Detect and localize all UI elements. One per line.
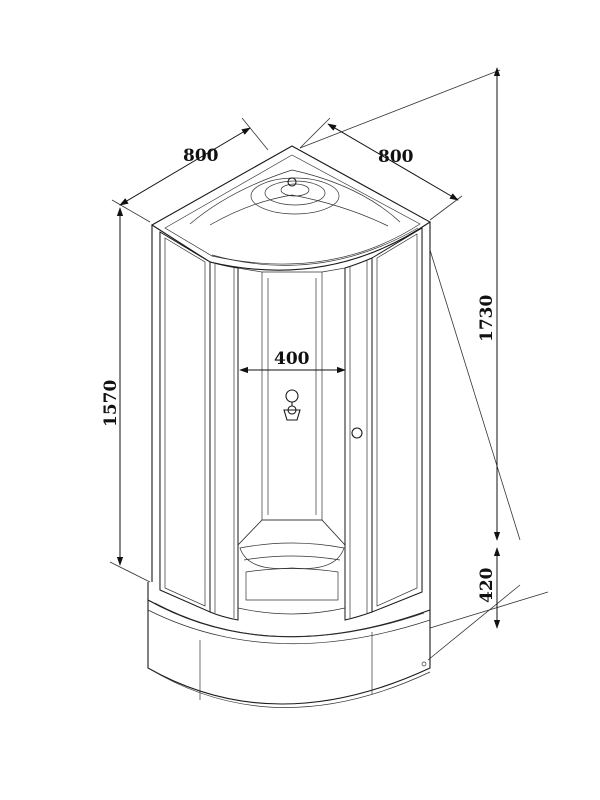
right-door-handle-icon [351, 427, 363, 439]
back-wall [237, 267, 346, 546]
right-door [344, 257, 373, 621]
tray-seat [237, 542, 346, 615]
dimension-width-left: 800 [183, 146, 219, 166]
left-side-panel [159, 231, 238, 613]
shower-mixer-icon [283, 389, 301, 421]
right-side-panel [351, 227, 423, 613]
dimension-cabin-height: 1570 [101, 380, 121, 427]
left-door [209, 261, 239, 621]
dimension-lines [116, 67, 501, 629]
dimension-tray-height: 420 [477, 567, 497, 603]
dimension-total-height: 1730 [477, 295, 497, 342]
dimension-width-right: 800 [378, 147, 414, 167]
shower-tray [147, 582, 431, 708]
dimension-inner-width: 400 [274, 349, 310, 369]
